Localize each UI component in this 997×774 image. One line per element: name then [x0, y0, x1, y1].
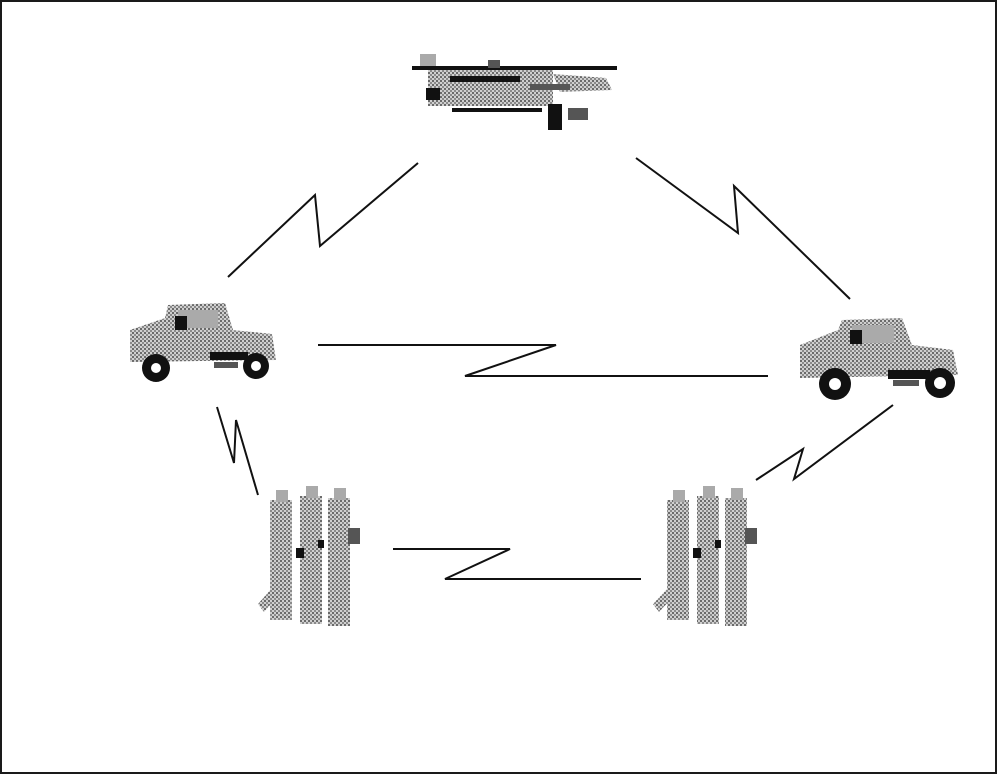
link-vehicle-right-soldiers-right: [755, 404, 894, 482]
soldiers-left-icon: [258, 486, 360, 626]
humvee-left-icon: [130, 303, 276, 382]
link-soldiers-left-soldiers-right: [393, 548, 641, 580]
link-helicopter-vehicle-right: [635, 157, 851, 300]
helicopter-icon: [412, 54, 617, 130]
soldiers-right-icon: [653, 486, 757, 626]
link-helicopter-vehicle-left: [227, 162, 419, 278]
link-vehicle-left-vehicle-right: [318, 344, 768, 377]
link-vehicle-left-soldiers-left: [216, 406, 259, 496]
humvee-right-icon: [800, 318, 958, 400]
